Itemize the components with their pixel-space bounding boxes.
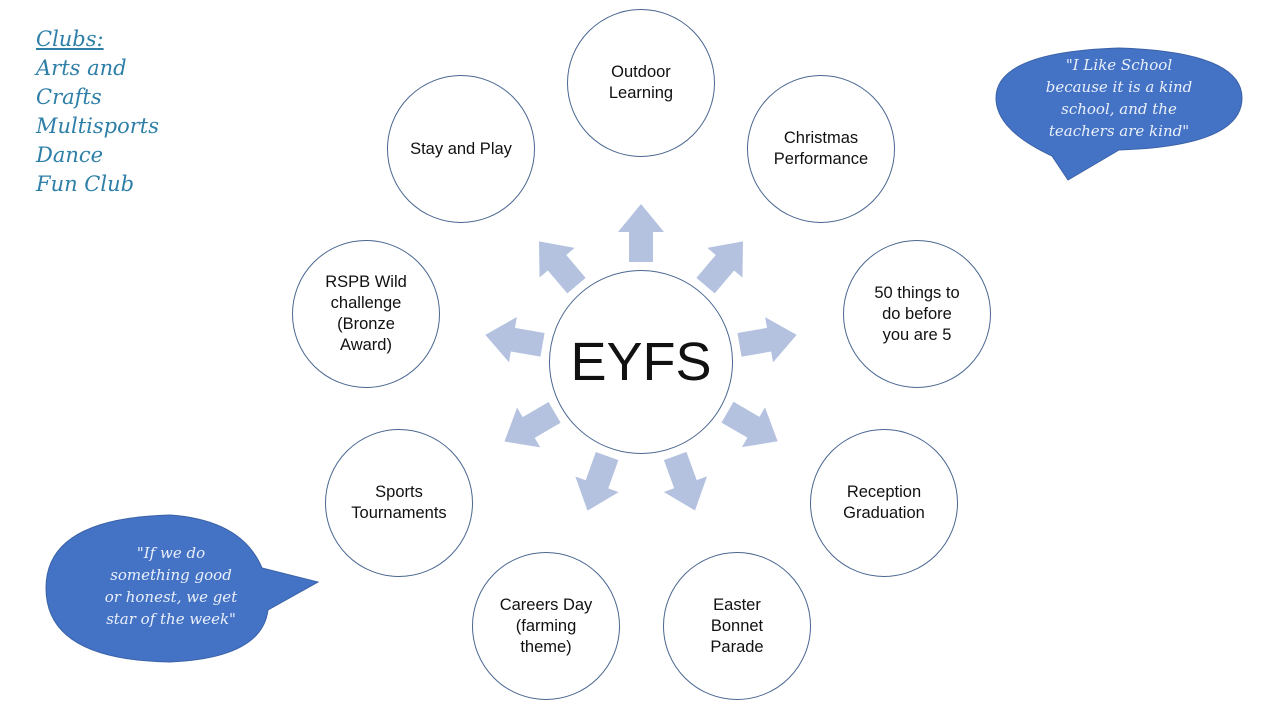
arrow-0 xyxy=(618,204,664,262)
center-circle-eyfs: EYFS xyxy=(549,270,733,454)
circle-50-things: 50 things to do before you are 5 xyxy=(843,240,991,388)
circle-stay-and-play: Stay and Play xyxy=(387,75,535,223)
speech-bubble-bottom-left xyxy=(45,514,320,663)
arrow-7 xyxy=(485,316,545,363)
clubs-list: Clubs: Arts and Crafts Multisports Dance… xyxy=(36,25,159,199)
club-item: Fun Club xyxy=(36,172,135,196)
club-item: Crafts xyxy=(36,85,102,109)
arrow-8 xyxy=(539,241,586,294)
quote-top-right: "I Like School because it is a kind scho… xyxy=(1045,56,1193,140)
circle-sports-tournaments: Sports Tournaments xyxy=(325,429,473,577)
arrow-1 xyxy=(696,241,743,294)
circle-easter-bonnet-parade: Easter Bonnet Parade xyxy=(663,552,811,700)
speech-bubble-top-right xyxy=(995,47,1243,181)
arrow-6 xyxy=(504,401,561,448)
arrow-2 xyxy=(737,317,797,363)
clubs-heading: Clubs: xyxy=(36,27,104,51)
club-item: Multisports xyxy=(36,114,160,138)
circle-outdoor-learning: Outdoor Learning xyxy=(567,9,715,157)
circle-careers-day: Careers Day (farming theme) xyxy=(472,552,620,700)
circle-reception-graduation: Reception Graduation xyxy=(810,429,958,577)
circle-christmas-performance: Christmas Performance xyxy=(747,75,895,223)
arrow-4 xyxy=(663,451,708,511)
arrow-3 xyxy=(721,401,778,448)
club-item: Arts and xyxy=(36,56,127,80)
quote-bottom-left: "If we do something good or honest, we g… xyxy=(104,544,238,628)
club-item: Dance xyxy=(36,143,104,167)
arrow-5 xyxy=(575,452,619,511)
circle-rspb-wild-challenge: RSPB Wild challenge (Bronze Award) xyxy=(292,240,440,388)
